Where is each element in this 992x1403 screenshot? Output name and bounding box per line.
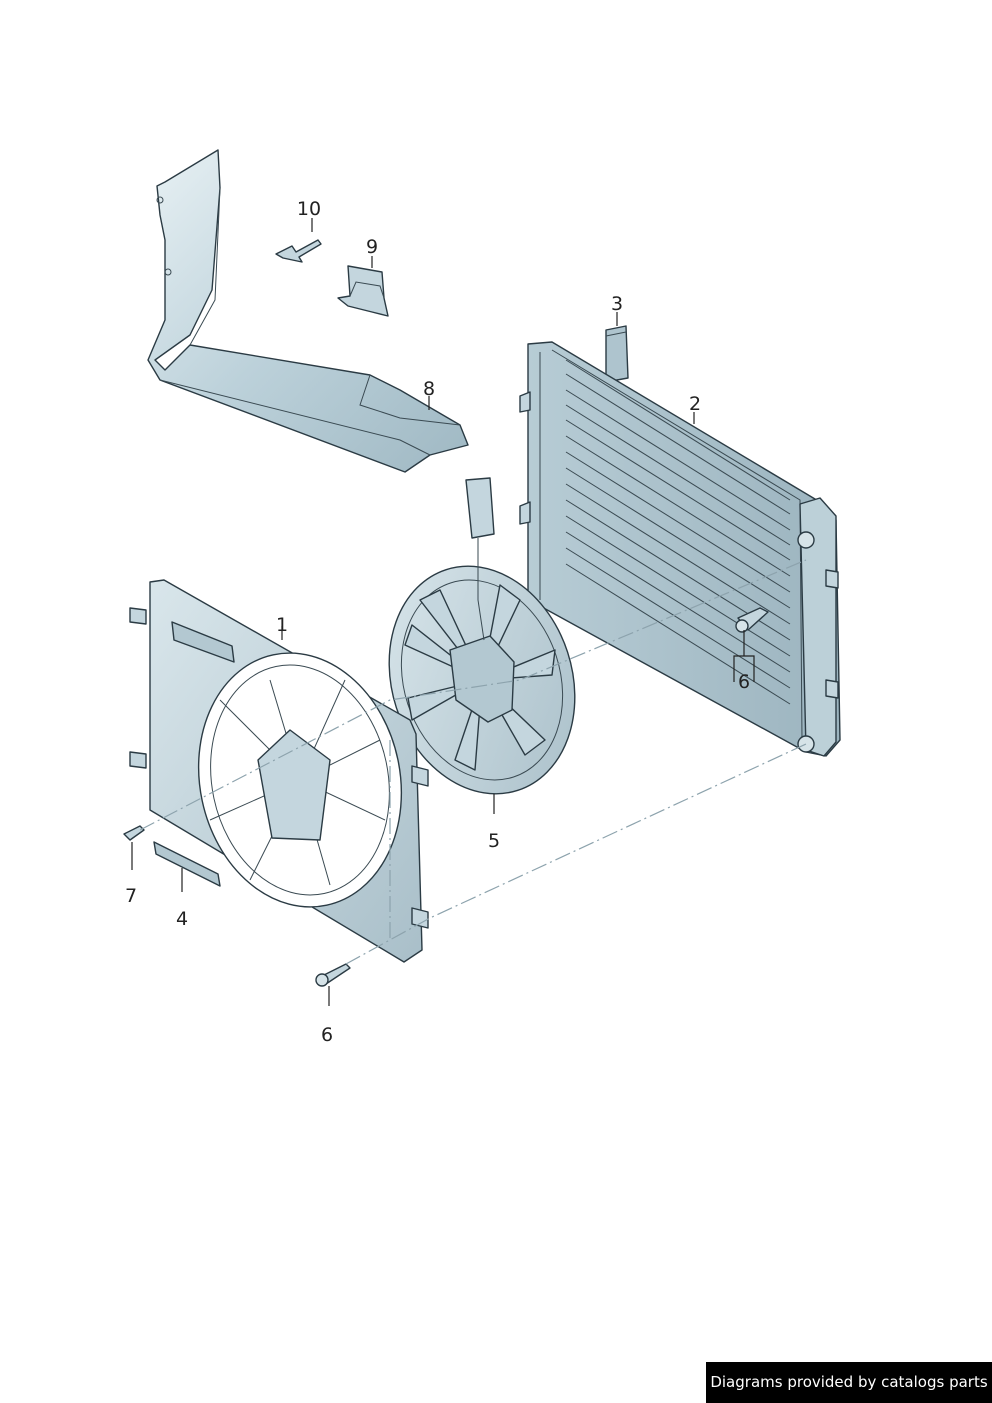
callout-1: 1 [276,614,288,636]
callout-3: 3 [611,293,623,315]
callout-9: 9 [366,236,378,258]
callout-labels: 10 9 3 8 2 1 6 5 7 4 6 [125,198,750,1046]
screw-part-6-upper [735,607,769,633]
callout-10: 10 [297,198,321,220]
rubber-pad-part-3 [605,325,629,383]
screw-part-7 [123,825,145,841]
air-duct-part-8 [147,149,469,473]
callout-2: 2 [689,393,701,415]
screw-part-6-lower [315,963,351,987]
callout-4: 4 [176,908,188,930]
assembly-lines [139,559,807,965]
callout-6-upper: 6 [738,671,750,693]
seal-strip-part-4 [153,841,221,887]
callout-6-lower: 6 [321,1024,333,1046]
callout-7: 7 [125,885,137,907]
rivet-part-10 [275,239,322,263]
fan-shroud-part-1 [129,579,429,963]
credit-banner: Diagrams provided by catalogs parts [706,1362,992,1403]
fan-part-5 [388,477,576,795]
callout-5: 5 [488,830,500,852]
callout-8: 8 [423,378,435,400]
clip-part-9 [337,265,389,317]
radiator-part-2 [519,341,841,757]
leader-lines [131,218,755,1006]
